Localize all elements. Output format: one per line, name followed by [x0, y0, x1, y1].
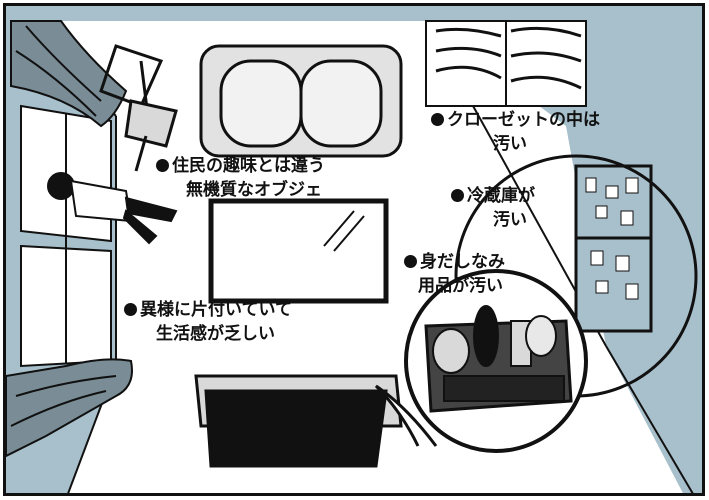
- curtain-top: [10, 20, 128, 128]
- annotation-closet: クローゼットの中は 汚い: [431, 108, 600, 156]
- bullet-icon: [156, 159, 169, 172]
- toiletry-closeup: [374, 269, 588, 453]
- annotation-object: 住民の趣味とは違う 無機質なオブジェ: [156, 154, 325, 202]
- bullet-icon: [404, 255, 417, 268]
- curtain-bottom: [6, 358, 133, 458]
- right-wall: [426, 21, 702, 493]
- mirror: [208, 198, 389, 304]
- room-illustration: [6, 20, 702, 493]
- bullet-icon: [451, 189, 464, 202]
- person: [47, 172, 178, 245]
- sofa: [199, 44, 403, 158]
- annotation-fridge: 冷蔵庫が 汚い: [451, 184, 535, 232]
- room-panel: 住民の趣味とは違う 無機質なオブジェ クローゼットの中は 汚い 冷蔵庫が 汚い …: [3, 3, 705, 496]
- annotation-toiletries: 身だしなみ 用品が汚い: [404, 250, 505, 298]
- bullet-icon: [431, 113, 444, 126]
- annotation-tidy: 異様に片付いていて 生活感が乏しい: [124, 298, 292, 346]
- refrigerator: [574, 164, 653, 333]
- closet: [425, 20, 587, 107]
- abstract-object: [99, 44, 178, 172]
- bullet-icon: [124, 303, 137, 316]
- tv-console: [194, 374, 403, 468]
